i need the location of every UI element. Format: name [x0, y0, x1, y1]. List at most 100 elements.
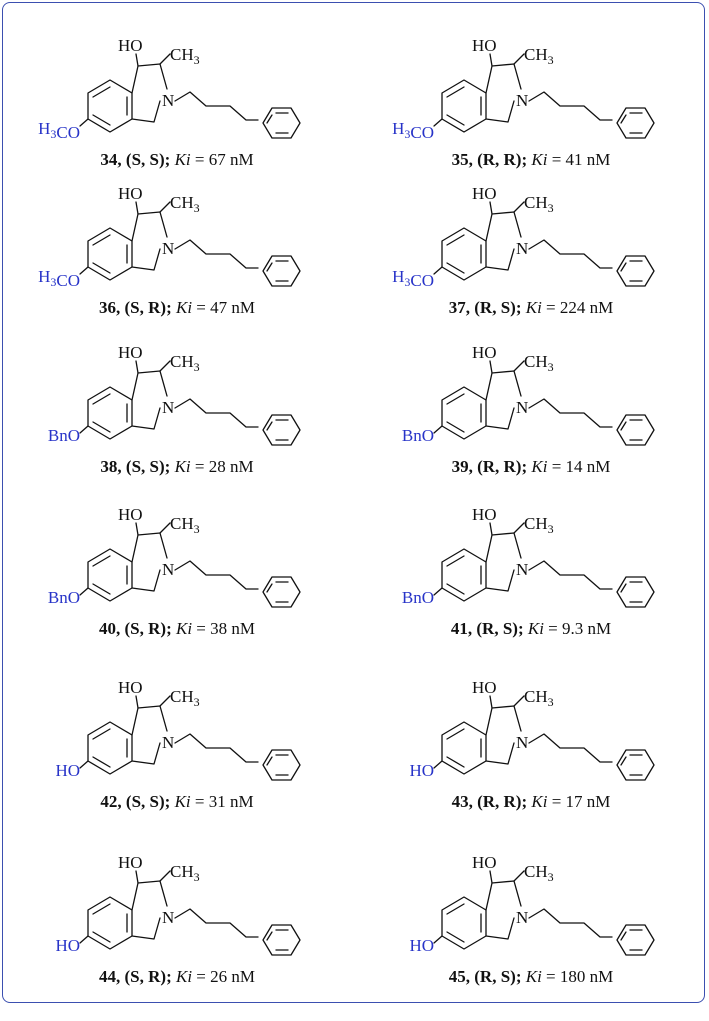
aromatic-double-bond — [266, 262, 273, 272]
compound-number: 41 — [450, 619, 468, 638]
molecule-structure: HO CH3 N H3CO — [38, 184, 301, 290]
aromatic-double-bond — [92, 262, 111, 274]
substituent-label: H3CO — [392, 119, 434, 142]
aromatic-double-bond — [446, 393, 465, 405]
butyl-chain — [528, 398, 613, 428]
core-benzene-ring — [87, 896, 133, 950]
caption-semicolon: ; — [164, 457, 175, 476]
ki-value: = 67 nM — [190, 150, 254, 169]
phenyl-ring — [616, 414, 655, 446]
stereo-config: (S, R) — [124, 298, 167, 317]
caption-semicolon: ; — [521, 792, 532, 811]
stereo-config: (R, R) — [477, 457, 522, 476]
azepine-ring — [485, 211, 522, 271]
aromatic-double-bond — [446, 555, 465, 567]
phenyl-ring — [262, 255, 301, 287]
compound-caption: 38, (S, S); Ki = 28 nM — [0, 457, 354, 477]
methyl-label: CH3 — [170, 352, 200, 374]
methyl-bond — [513, 201, 525, 213]
nitrogen-label: N — [162, 560, 174, 579]
compound-caption: 40, (S, R); Ki = 38 nM — [0, 619, 354, 639]
aromatic-double-bond — [92, 756, 111, 768]
aromatic-double-bond — [446, 756, 465, 768]
ki-value: = 180 nM — [541, 967, 614, 986]
azepine-ring — [485, 532, 522, 592]
methyl-label: CH3 — [524, 514, 554, 536]
caption-semicolon: ; — [166, 619, 176, 638]
molecule-structure: HO CH3 N H3CO — [392, 184, 655, 290]
ki-value: = 38 nM — [192, 619, 255, 638]
aromatic-double-bond — [92, 421, 111, 433]
substituent-bond — [79, 266, 89, 275]
aromatic-double-bond — [446, 728, 465, 740]
stereo-config: (R, S) — [474, 967, 516, 986]
ki-value: = 224 nM — [541, 298, 614, 317]
ki-label: Ki — [531, 457, 548, 476]
compound-number: 45 — [448, 967, 466, 986]
caption-semicolon: ; — [166, 967, 176, 986]
substituent-bond — [433, 587, 443, 596]
substituent-bond — [79, 118, 89, 127]
hydroxyl-bond — [489, 695, 493, 709]
compound-cell-44: HO CH3 N HO 44, (S, R); Ki = 26 nM — [0, 853, 354, 1021]
compound-caption: 39, (R, R); Ki = 14 nM — [354, 457, 708, 477]
hydroxyl-label: HO — [118, 505, 143, 524]
substituent-label: H3CO — [38, 267, 80, 290]
compound-caption: 44, (S, R); Ki = 26 nM — [0, 967, 354, 987]
ki-label: Ki — [175, 298, 193, 317]
stereo-config: (S, R) — [124, 619, 167, 638]
aromatic-double-bond — [266, 114, 273, 124]
substituent-label: BnO — [48, 588, 80, 607]
phenyl-ring — [616, 107, 655, 139]
molecule-structure: HO CH3 N BnO — [402, 505, 655, 608]
methyl-bond — [513, 53, 525, 65]
substituent-bond — [433, 935, 443, 944]
substituent-bond — [433, 266, 443, 275]
caption-comma: , — [117, 792, 126, 811]
aromatic-double-bond — [446, 583, 465, 595]
substituent-label: BnO — [402, 588, 434, 607]
compound-cell-42: HO CH3 N HO 42, (S, S); Ki = 31 nM — [0, 678, 354, 846]
caption-comma: , — [117, 150, 126, 169]
ki-label: Ki — [531, 150, 548, 169]
ki-value: = 47 nM — [192, 298, 255, 317]
aromatic-double-bond — [266, 931, 273, 941]
ki-value: = 28 nM — [190, 457, 254, 476]
substituent-label: HO — [55, 936, 80, 955]
compound-cell-38: HO CH3 N BnO 38, (S, S); Ki = 28 nM — [0, 343, 354, 511]
hydroxyl-label: HO — [472, 505, 497, 524]
compound-number: 38 — [100, 457, 118, 476]
stereo-config: (S, S) — [125, 792, 165, 811]
ki-value: = 17 nM — [547, 792, 611, 811]
compound-cell-43: HO CH3 N HO 43, (R, R); Ki = 17 nM — [354, 678, 708, 846]
substituent-label: HO — [409, 936, 434, 955]
caption-semicolon: ; — [521, 150, 532, 169]
hydroxyl-label: HO — [472, 184, 497, 203]
core-benzene-ring — [87, 227, 133, 281]
nitrogen-label: N — [516, 398, 528, 417]
compound-cell-36: HO CH3 N H3CO 36, (S, R); Ki = 47 nM — [0, 184, 354, 352]
aromatic-double-bond — [620, 583, 627, 593]
methyl-bond — [159, 201, 171, 213]
azepine-ring — [131, 63, 168, 123]
ki-value: = 9.3 nM — [543, 619, 612, 638]
azepine-ring — [131, 880, 168, 940]
molecule-structure: HO CH3 N H3CO — [38, 36, 301, 142]
compound-cell-35: HO CH3 N H3CO 35, (R, R); Ki = 41 nM — [354, 36, 708, 204]
core-benzene-ring — [87, 721, 133, 775]
compound-number: 35 — [451, 150, 469, 169]
compound-number: 36 — [99, 298, 116, 317]
substituent-bond — [433, 425, 443, 434]
hydroxyl-label: HO — [118, 36, 143, 55]
substituent-bond — [79, 935, 89, 944]
ki-label: Ki — [174, 150, 191, 169]
caption-semicolon: ; — [164, 792, 175, 811]
hydroxyl-label: HO — [472, 678, 497, 697]
aromatic-double-bond — [446, 234, 465, 246]
substituent-bond — [433, 118, 443, 127]
butyl-chain — [528, 733, 613, 763]
aromatic-double-bond — [620, 114, 627, 124]
hydroxyl-bond — [135, 522, 139, 536]
methyl-bond — [513, 695, 525, 707]
azepine-ring — [131, 370, 168, 430]
